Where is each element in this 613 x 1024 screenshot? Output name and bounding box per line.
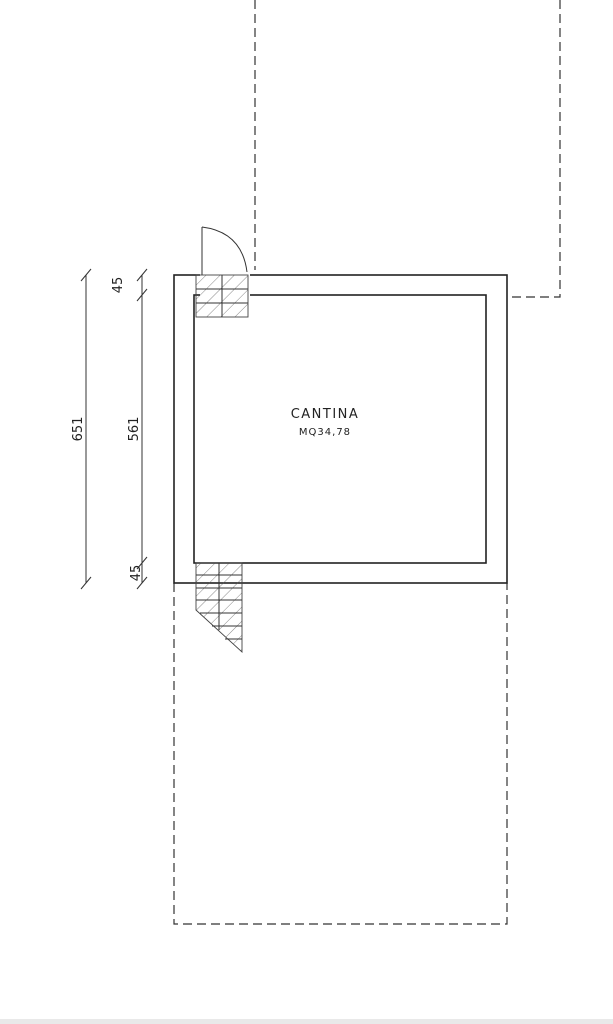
room-area-label: MQ34,78 (299, 427, 351, 438)
room-name-label: CANTINA (291, 407, 360, 422)
overall-dimension-line (80, 268, 92, 590)
interior-dimension-line (136, 268, 148, 590)
upper-adjacent-outline (254, 0, 561, 298)
door-swing (201, 226, 248, 275)
inner-wall (193, 294, 487, 564)
upper-stair-hatch (195, 274, 249, 318)
lower-stair-hatch (195, 562, 243, 654)
overall-dimension-label: 651 (71, 417, 86, 442)
wall-top-dimension-label: 45 (111, 277, 126, 294)
outer-wall (173, 274, 508, 584)
bottom-edge-strip (0, 1019, 613, 1024)
lower-adjacent-outline (173, 583, 508, 925)
wall-bottom-dimension-label: 45 (129, 565, 144, 582)
interior-dimension-label: 561 (127, 417, 142, 442)
